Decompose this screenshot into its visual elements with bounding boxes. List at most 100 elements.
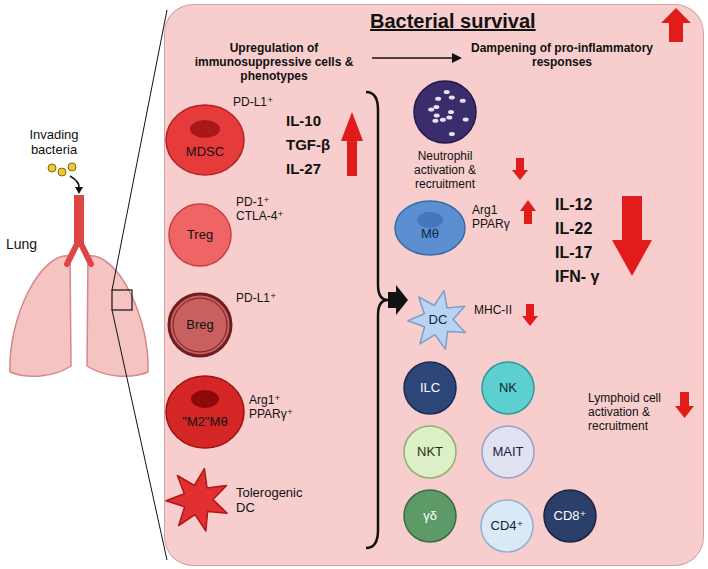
bacterium <box>68 163 76 171</box>
increase-arrow <box>341 112 363 176</box>
cell-name: ILC <box>420 381 440 396</box>
region-panel: Bacterial survivalMDSCPD-L1⁺TregPD-1⁺ CT… <box>165 5 703 565</box>
cell-name: Breg <box>186 318 213 333</box>
left-lung-lobe <box>10 256 71 376</box>
cell-name: Tolerogenic DC <box>236 486 312 516</box>
gamma-delta-t-cell: γδ <box>403 489 457 543</box>
cell-name: Neutrophil activation & recruitment <box>396 150 494 191</box>
cell-name: "M2"Mθ <box>182 415 227 430</box>
cell-outline <box>395 201 465 255</box>
cell-outline <box>544 490 596 542</box>
granule <box>460 99 466 103</box>
bacterium <box>58 168 66 176</box>
mdsc-cell: MDSCPD-L1⁺ <box>165 104 245 176</box>
cell-shape <box>413 80 477 144</box>
decrease-arrow <box>512 158 528 180</box>
nkt-cell: NKT <box>403 425 457 479</box>
granule <box>449 96 455 100</box>
granule <box>433 105 439 109</box>
cell-nucleus <box>190 120 220 138</box>
right-lung-lobe <box>87 256 148 376</box>
lung-illustration <box>0 0 165 569</box>
neutrophil-cell: Neutrophil activation & recruitment <box>413 80 477 144</box>
marker-label: Arg1⁺ PPARγ⁺ <box>249 394 305 422</box>
flow-arrowhead <box>452 53 462 63</box>
cell-name: DC <box>429 313 448 328</box>
flow-arrow <box>372 57 452 59</box>
cell-outline <box>404 490 456 542</box>
cell-outline <box>481 500 533 552</box>
cell-outline <box>404 362 456 414</box>
treg-cell: TregPD-1⁺ CTLA-4⁺ <box>168 203 232 267</box>
zoom-square <box>112 290 132 310</box>
cell-shape <box>166 468 230 532</box>
granule <box>444 90 450 94</box>
marker-label: PD-L1⁺ <box>233 96 273 110</box>
annotation-label: Dampening of pro-inflammatory responses <box>462 42 662 70</box>
marker-label: MHC-II <box>474 304 512 318</box>
increase-arrow <box>661 8 691 42</box>
breg-cell: BregPD-L1⁺ <box>168 293 232 357</box>
zoom-line <box>112 310 167 560</box>
cell-outline <box>482 362 534 414</box>
annotation-label: IL-27 <box>286 160 321 177</box>
bacterium <box>48 164 56 172</box>
decrease-arrow <box>675 392 694 418</box>
annotation-label: IFN- γ <box>555 268 599 286</box>
cell-outline <box>414 81 476 143</box>
cell-name: NKT <box>417 445 443 460</box>
cell-outline <box>166 105 244 175</box>
annotation-label: IL-10 <box>286 112 321 129</box>
granule <box>432 119 438 123</box>
entry-arrowhead <box>75 187 83 194</box>
annotation-label: IL-12 <box>555 196 592 214</box>
cell-outline <box>404 426 456 478</box>
granule <box>434 113 440 117</box>
annotation-label: Upregulation of immunosuppressive cells … <box>180 42 368 83</box>
cell-name: Treg <box>187 228 213 243</box>
nk-cell: NK <box>481 361 535 415</box>
granule <box>435 97 441 101</box>
annotation-label: IL-17 <box>555 244 592 262</box>
cell-name: MDSC <box>186 145 224 160</box>
cd8-t-cell: CD8⁺ <box>543 489 597 543</box>
annotation-label: IL-22 <box>555 220 592 238</box>
dendritic-outline <box>166 469 227 531</box>
cd4-t-cell: CD4⁺ <box>480 499 534 553</box>
bronchi <box>67 240 91 264</box>
marker-label: PD-L1⁺ <box>236 292 276 306</box>
dendritic-cell: DCMHC-II <box>408 290 468 350</box>
cell-name: CD8⁺ <box>554 509 587 524</box>
panel-title: Bacterial survival <box>370 10 536 33</box>
cell-outline <box>482 426 534 478</box>
marker-label: PD-1⁺ CTLA-4⁺ <box>236 196 298 224</box>
increase-arrow <box>520 200 536 224</box>
granule <box>440 118 446 122</box>
entry-arrow <box>70 176 79 188</box>
granule <box>448 110 454 114</box>
granule <box>428 108 434 112</box>
marker-label: Arg1 PPARγ <box>472 204 518 232</box>
cell-outline <box>169 294 231 356</box>
cell-shape <box>165 375 245 449</box>
cell-outline <box>169 204 231 266</box>
cell-name: MAIT <box>492 445 523 460</box>
cell-nucleus <box>191 390 219 408</box>
cell-outline <box>166 376 244 448</box>
decrease-arrow <box>522 304 538 326</box>
tolerogenic-dc: Tolerogenic DC <box>166 468 230 532</box>
cell-name: CD4⁺ <box>491 519 524 534</box>
cell-name: Mθ <box>421 227 439 242</box>
bracket <box>366 92 388 548</box>
annotation-label: Lung <box>6 236 37 252</box>
granule <box>446 116 452 120</box>
macrophage-cell: MθArg1 PPARγ <box>394 200 466 256</box>
m2-macrophage: "M2"MθArg1⁺ PPARγ⁺ <box>165 375 245 449</box>
annotation-label: TGF-β <box>286 136 330 153</box>
granule <box>463 118 469 122</box>
cell-shape <box>165 104 245 176</box>
ilc-cell: ILC <box>403 361 457 415</box>
cell-inner-ring <box>173 298 227 352</box>
